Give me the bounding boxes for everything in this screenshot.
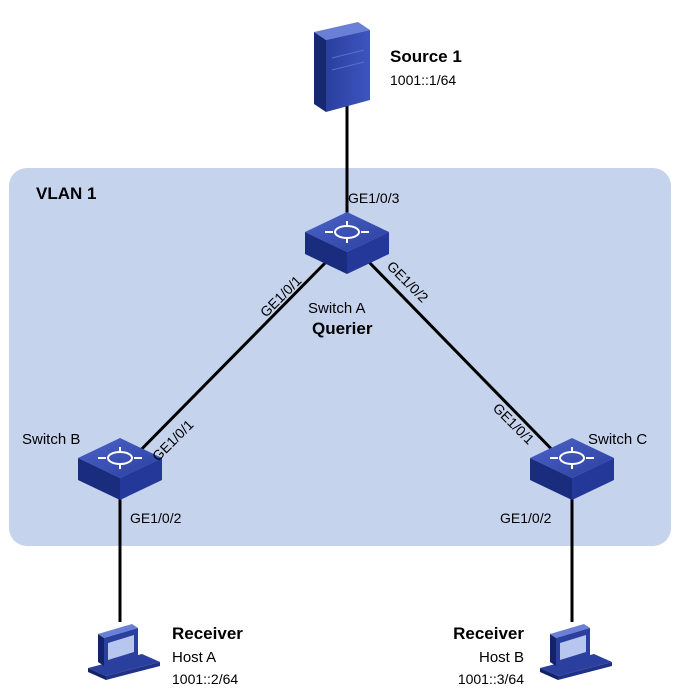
switch-a-port-up: GE1/0/3 (348, 190, 400, 206)
host-b-pc-icon (540, 624, 612, 680)
host-a-name: Host A (172, 649, 216, 666)
host-b-address: 1001::3/64 (458, 671, 524, 687)
host-a-pc-icon (88, 624, 160, 680)
host-b-name: Host B (479, 649, 524, 666)
switch-b-name: Switch B (22, 431, 80, 448)
switch-a-role: Querier (312, 319, 373, 338)
switch-c-icon (530, 438, 614, 500)
link-switch-a-switch-c (363, 256, 569, 467)
switch-a-icon (305, 212, 389, 274)
source-name: Source 1 (390, 47, 462, 66)
host-b-role: Receiver (453, 624, 524, 643)
link-switch-a-switch-b (124, 256, 332, 467)
server-icon (314, 22, 370, 112)
switch-c-name: Switch C (588, 431, 647, 448)
vlan-region (9, 168, 671, 546)
links (118, 88, 574, 622)
switch-a-name: Switch A (308, 300, 366, 317)
switch-c-port-down: GE1/0/2 (500, 510, 552, 526)
host-a-role: Receiver (172, 624, 243, 643)
switch-b-port-down: GE1/0/2 (130, 510, 182, 526)
source-address: 1001::1/64 (390, 72, 456, 88)
switch-b-icon (78, 438, 162, 500)
vlan-label: VLAN 1 (36, 184, 96, 203)
host-a-address: 1001::2/64 (172, 671, 238, 687)
